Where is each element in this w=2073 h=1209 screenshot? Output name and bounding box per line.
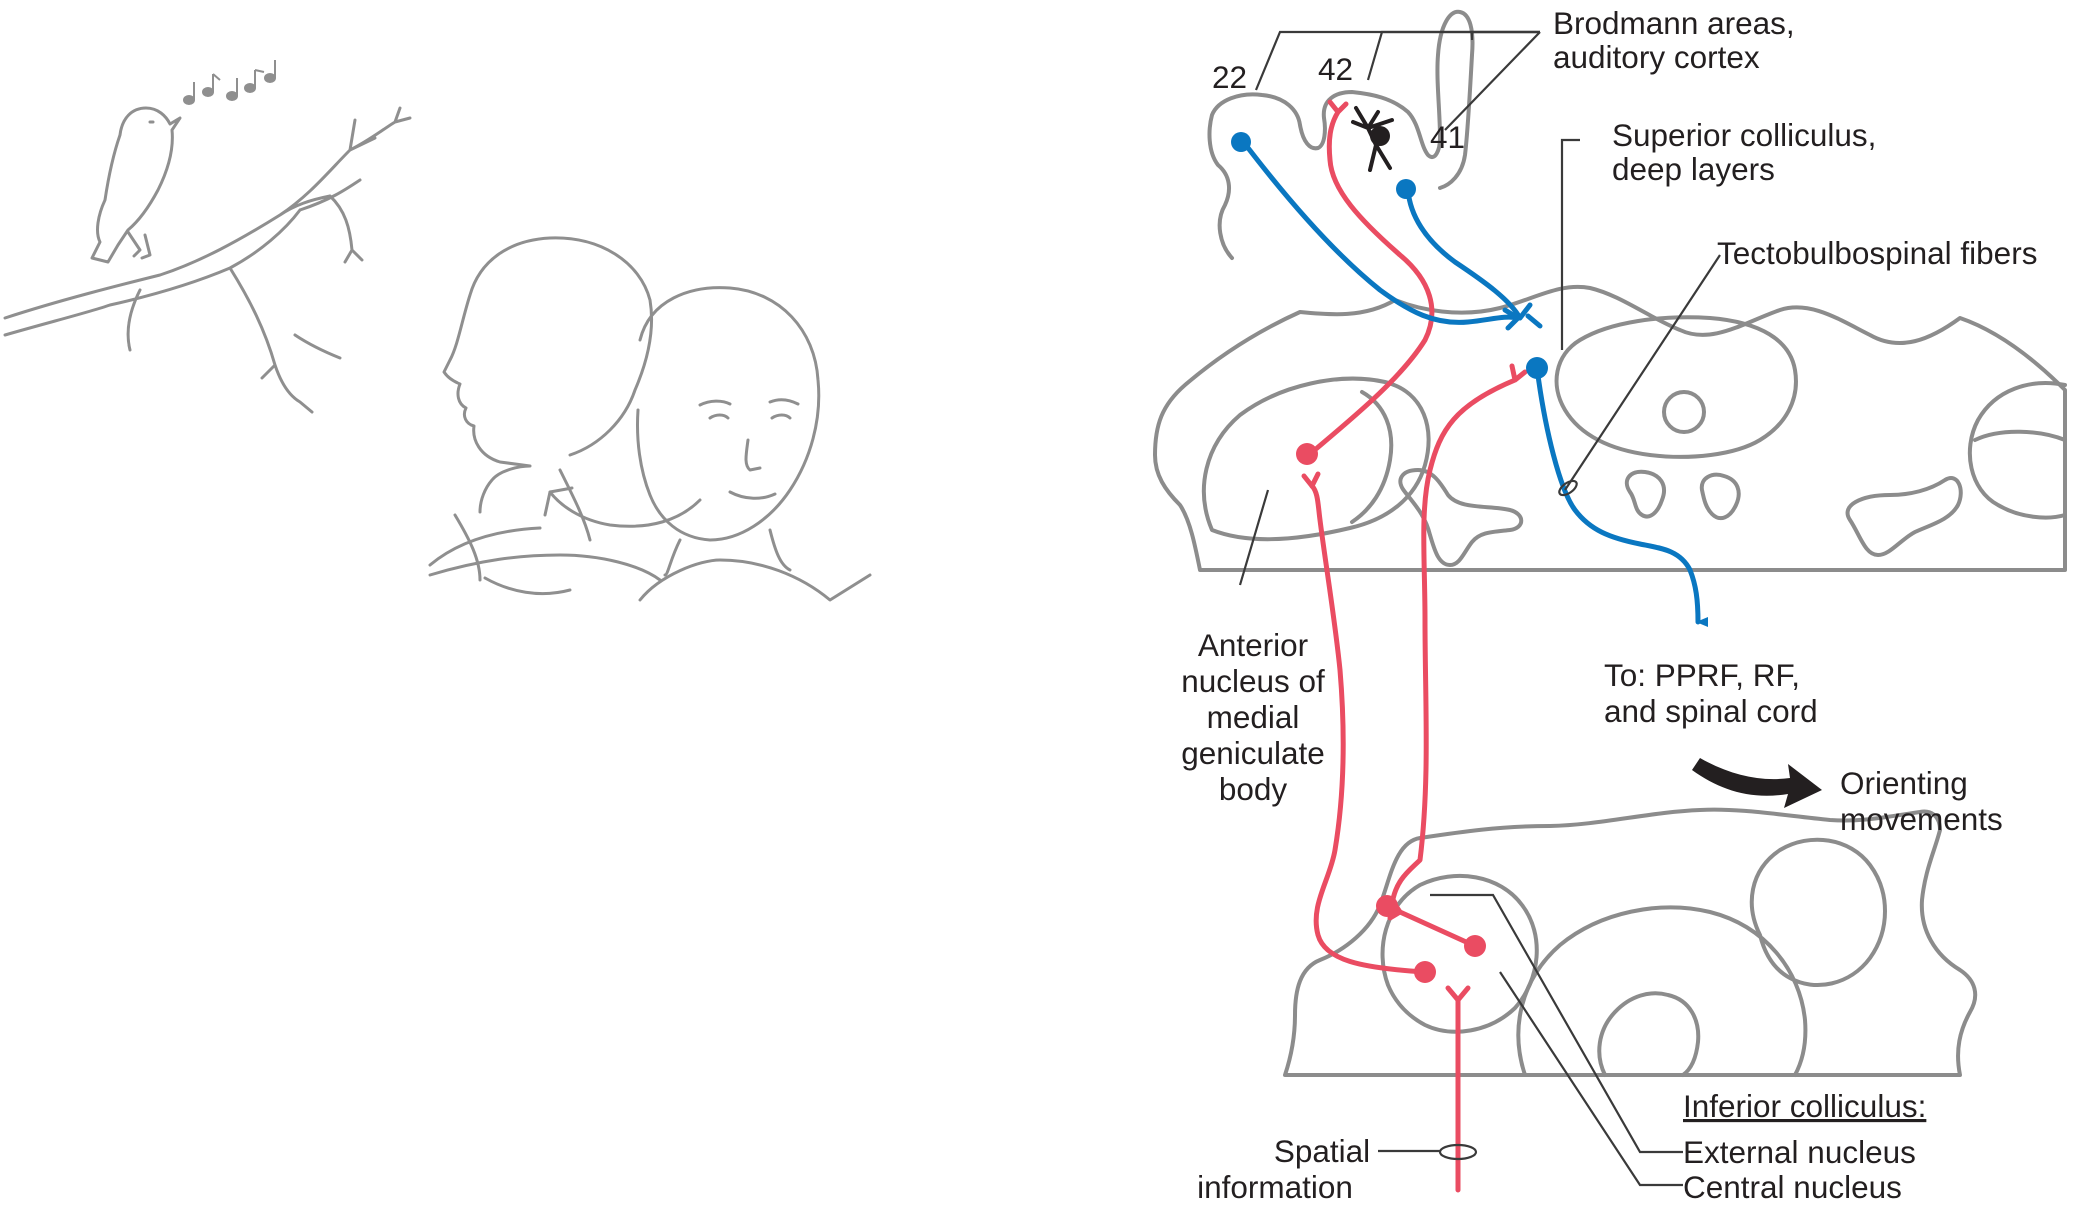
midbrain-section-outline — [1153, 284, 2067, 572]
neuron-area-42-interneuron — [1370, 126, 1390, 146]
inferior-colliculus-nucleus-outline — [1380, 873, 1539, 1034]
inferior-colliculus-section-outline — [1283, 807, 1978, 1077]
auditory-pathway-red — [1301, 99, 1528, 1193]
tectobulbospinal-fiber — [1534, 365, 1709, 627]
mgb-dendrite — [1301, 471, 1321, 489]
neuron-external-nucleus — [1376, 895, 1398, 917]
neuron-central-nucleus-2 — [1414, 961, 1436, 983]
spatial-info-label-line1: Spatial — [1274, 1133, 1370, 1169]
musical-notes-icon — [183, 60, 276, 105]
neuron-somata — [1231, 126, 1548, 983]
anatomy-outlines — [1153, 9, 2067, 1077]
area-41-label: 41 — [1430, 119, 1465, 155]
tectobulbospinal-label: Tectobulbospinal fibers — [1717, 235, 2037, 271]
brodmann-label-line2: auditory cortex — [1553, 39, 1760, 75]
mgb-region-outline — [1201, 376, 1431, 542]
orienting-label-line2: movements — [1840, 801, 2003, 837]
orienting-pathway-blue — [1239, 137, 1709, 627]
branch — [3, 106, 412, 414]
neuron-superior-colliculus — [1526, 357, 1548, 379]
spatial-info-label-line2: information — [1197, 1169, 1353, 1205]
targets-label-line1: To: PPRF, RF, — [1604, 657, 1800, 693]
mgb-label-line5: body — [1219, 771, 1288, 807]
bird-icon — [90, 106, 182, 264]
area-22-label: 22 — [1212, 59, 1247, 95]
right-lobe-blob — [1845, 476, 1963, 557]
sc-dendrites — [1502, 302, 1543, 331]
right-edge-nucleus — [1967, 381, 2067, 520]
bird-on-branch-illustration — [3, 60, 412, 414]
ic-to-mgb-fiber-left — [1309, 483, 1428, 975]
orienting-arrow-icon — [1692, 758, 1822, 808]
brodmann-label-line1: Brodmann areas, — [1553, 5, 1795, 41]
inferior-colliculus-label: Inferior colliculus: — [1683, 1088, 1926, 1124]
neuron-central-nucleus-1 — [1464, 935, 1486, 957]
mgb-label-line1: Anterior — [1198, 627, 1308, 663]
central-to-external-fiber — [1387, 897, 1478, 949]
orienting-label-line1: Orienting — [1840, 765, 1968, 801]
right-oval-outline — [1749, 837, 1887, 987]
profile-head — [428, 236, 654, 567]
area-42-label: 42 — [1318, 51, 1353, 87]
superior-colliculus-label-line2: deep layers — [1612, 151, 1775, 187]
superior-colliculus-outline — [1554, 315, 1798, 459]
neck-and-shirts — [428, 468, 662, 596]
neuron-area-41 — [1396, 179, 1416, 199]
large-ring-outline — [1516, 905, 1808, 1077]
ic-to-sc-fiber — [1389, 363, 1528, 908]
neuron-mgb — [1296, 443, 1318, 465]
mgb-to-cortex-fiber — [1307, 99, 1435, 457]
inner-loop-outline — [1597, 991, 1701, 1077]
cortex-22-to-sc-fiber — [1239, 137, 1521, 325]
cortex-41-to-sc-fiber — [1405, 187, 1523, 321]
turn-direction-arrow-icon — [543, 486, 702, 528]
central-nucleus-label: Central nucleus — [1683, 1169, 1902, 1205]
small-nucleus-left — [1624, 469, 1666, 519]
facing-head — [636, 286, 872, 602]
small-nucleus-right — [1699, 472, 1741, 521]
leader-lines — [1238, 30, 1721, 1187]
neuron-area-22 — [1231, 132, 1251, 152]
targets-label-line2: and spinal cord — [1604, 693, 1818, 729]
mgb-label-line2: nucleus of — [1181, 663, 1325, 699]
right-edge-line — [1973, 429, 2067, 442]
mgb-inner-line — [1350, 390, 1394, 524]
mgb-label-line3: medial — [1207, 699, 1300, 735]
mgb-label-line4: geniculate — [1181, 735, 1325, 771]
superior-colliculus-label-line1: Superior colliculus, — [1612, 117, 1876, 153]
auditory-cortex-outline — [1207, 9, 1475, 260]
labels: Brodmann areas, auditory cortex 22 42 41… — [1181, 5, 2037, 1205]
external-nucleus-label: External nucleus — [1683, 1134, 1916, 1170]
aqueduct-outline — [1662, 390, 1706, 434]
child-turning-head-illustration — [428, 236, 872, 602]
